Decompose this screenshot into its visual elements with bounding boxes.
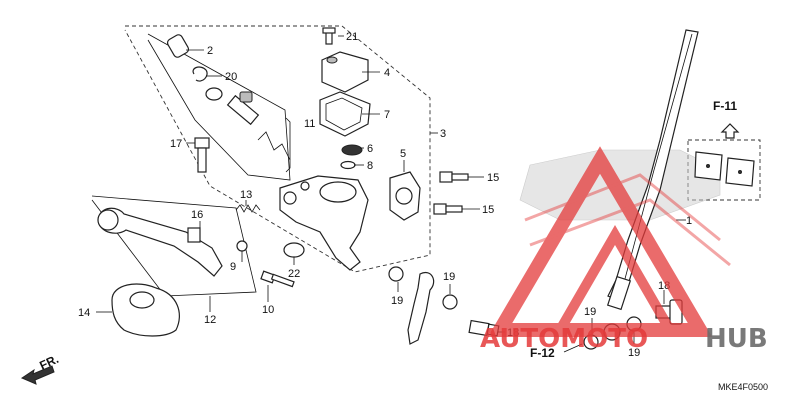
f11-arrow-icon [720, 123, 740, 139]
ref-front: FR. [37, 352, 60, 373]
callout-22: 22 [288, 268, 300, 280]
washer [205, 87, 223, 101]
bolt-hole [300, 181, 310, 191]
callout-16: 16 [191, 209, 203, 221]
callout-20: 20 [225, 71, 237, 83]
callout-10: 10 [262, 304, 274, 316]
pivot-bolt-17 [194, 137, 210, 173]
nut-9 [236, 240, 248, 252]
holder-clamp [395, 187, 413, 205]
callout-14: 14 [78, 307, 90, 319]
callout-3: 3 [440, 128, 446, 140]
lever-group-outline [91, 195, 257, 297]
master-cylinder-group-outline [124, 25, 431, 273]
callout-4: 4 [384, 67, 390, 79]
f11-shims [694, 151, 755, 187]
callout-19-d: 19 [628, 347, 640, 359]
piston-group-outline [147, 33, 291, 181]
lever-tip [97, 209, 119, 231]
cap-screw-head [326, 56, 338, 64]
diaphragm-inner [325, 97, 363, 131]
adjuster-16 [187, 227, 201, 243]
callout-19-a: 19 [391, 295, 403, 307]
callout-12: 12 [204, 314, 216, 326]
brake-hose-fitting [407, 272, 435, 345]
callout-15-lower: 15 [482, 204, 494, 216]
sealing-washer-19a [388, 266, 404, 282]
callout-21: 21 [346, 31, 358, 43]
callout-11: 11 [304, 118, 315, 130]
float-6 [341, 144, 363, 156]
watermark-text-red: AUTOMOTO [480, 324, 648, 354]
lever-cover-14 [111, 283, 180, 337]
cover-hole [129, 291, 155, 309]
hose-fitting [606, 275, 632, 311]
hose-inner-line [621, 33, 693, 291]
callout-9: 9 [230, 261, 236, 273]
bolt-10 [260, 270, 295, 288]
callout-6: 6 [367, 143, 373, 155]
front-arrow-icon [20, 365, 55, 385]
reservoir-opening [319, 181, 357, 203]
callout-7: 7 [384, 109, 390, 121]
pivot-boss [283, 191, 297, 205]
piston-assembly [226, 91, 291, 161]
callout-19-b: 19 [443, 271, 455, 283]
callout-13: 13 [240, 189, 252, 201]
boot-2 [166, 34, 190, 58]
bracket-11 [285, 117, 291, 173]
bolt-15-upper [439, 171, 469, 183]
callout-2: 2 [207, 45, 213, 57]
clip-8 [340, 160, 356, 170]
callout-8: 8 [367, 160, 373, 172]
circlip-20 [192, 66, 208, 82]
callout-17: 17 [170, 138, 182, 150]
spring-13 [235, 204, 261, 213]
ref-f11: F-11 [713, 99, 737, 113]
sealing-washer-19b [442, 294, 458, 310]
bolt-15-lower [433, 203, 463, 215]
callout-15-upper: 15 [487, 172, 499, 184]
leader-lines [96, 35, 686, 353]
diagram-code: MKE4F0500 [718, 382, 768, 392]
callout-19-c: 19 [584, 306, 596, 318]
diaphragm-7 [319, 91, 371, 137]
callout-1: 1 [686, 215, 692, 227]
screw-21-head [322, 27, 336, 34]
watermark-text-gray: HUB [705, 324, 768, 354]
ref-f12: F-12 [530, 346, 555, 360]
watermark-logo [487, 146, 731, 337]
bush-22 [283, 242, 305, 258]
brake-lever-12 [97, 207, 223, 277]
callout-5: 5 [400, 148, 406, 160]
